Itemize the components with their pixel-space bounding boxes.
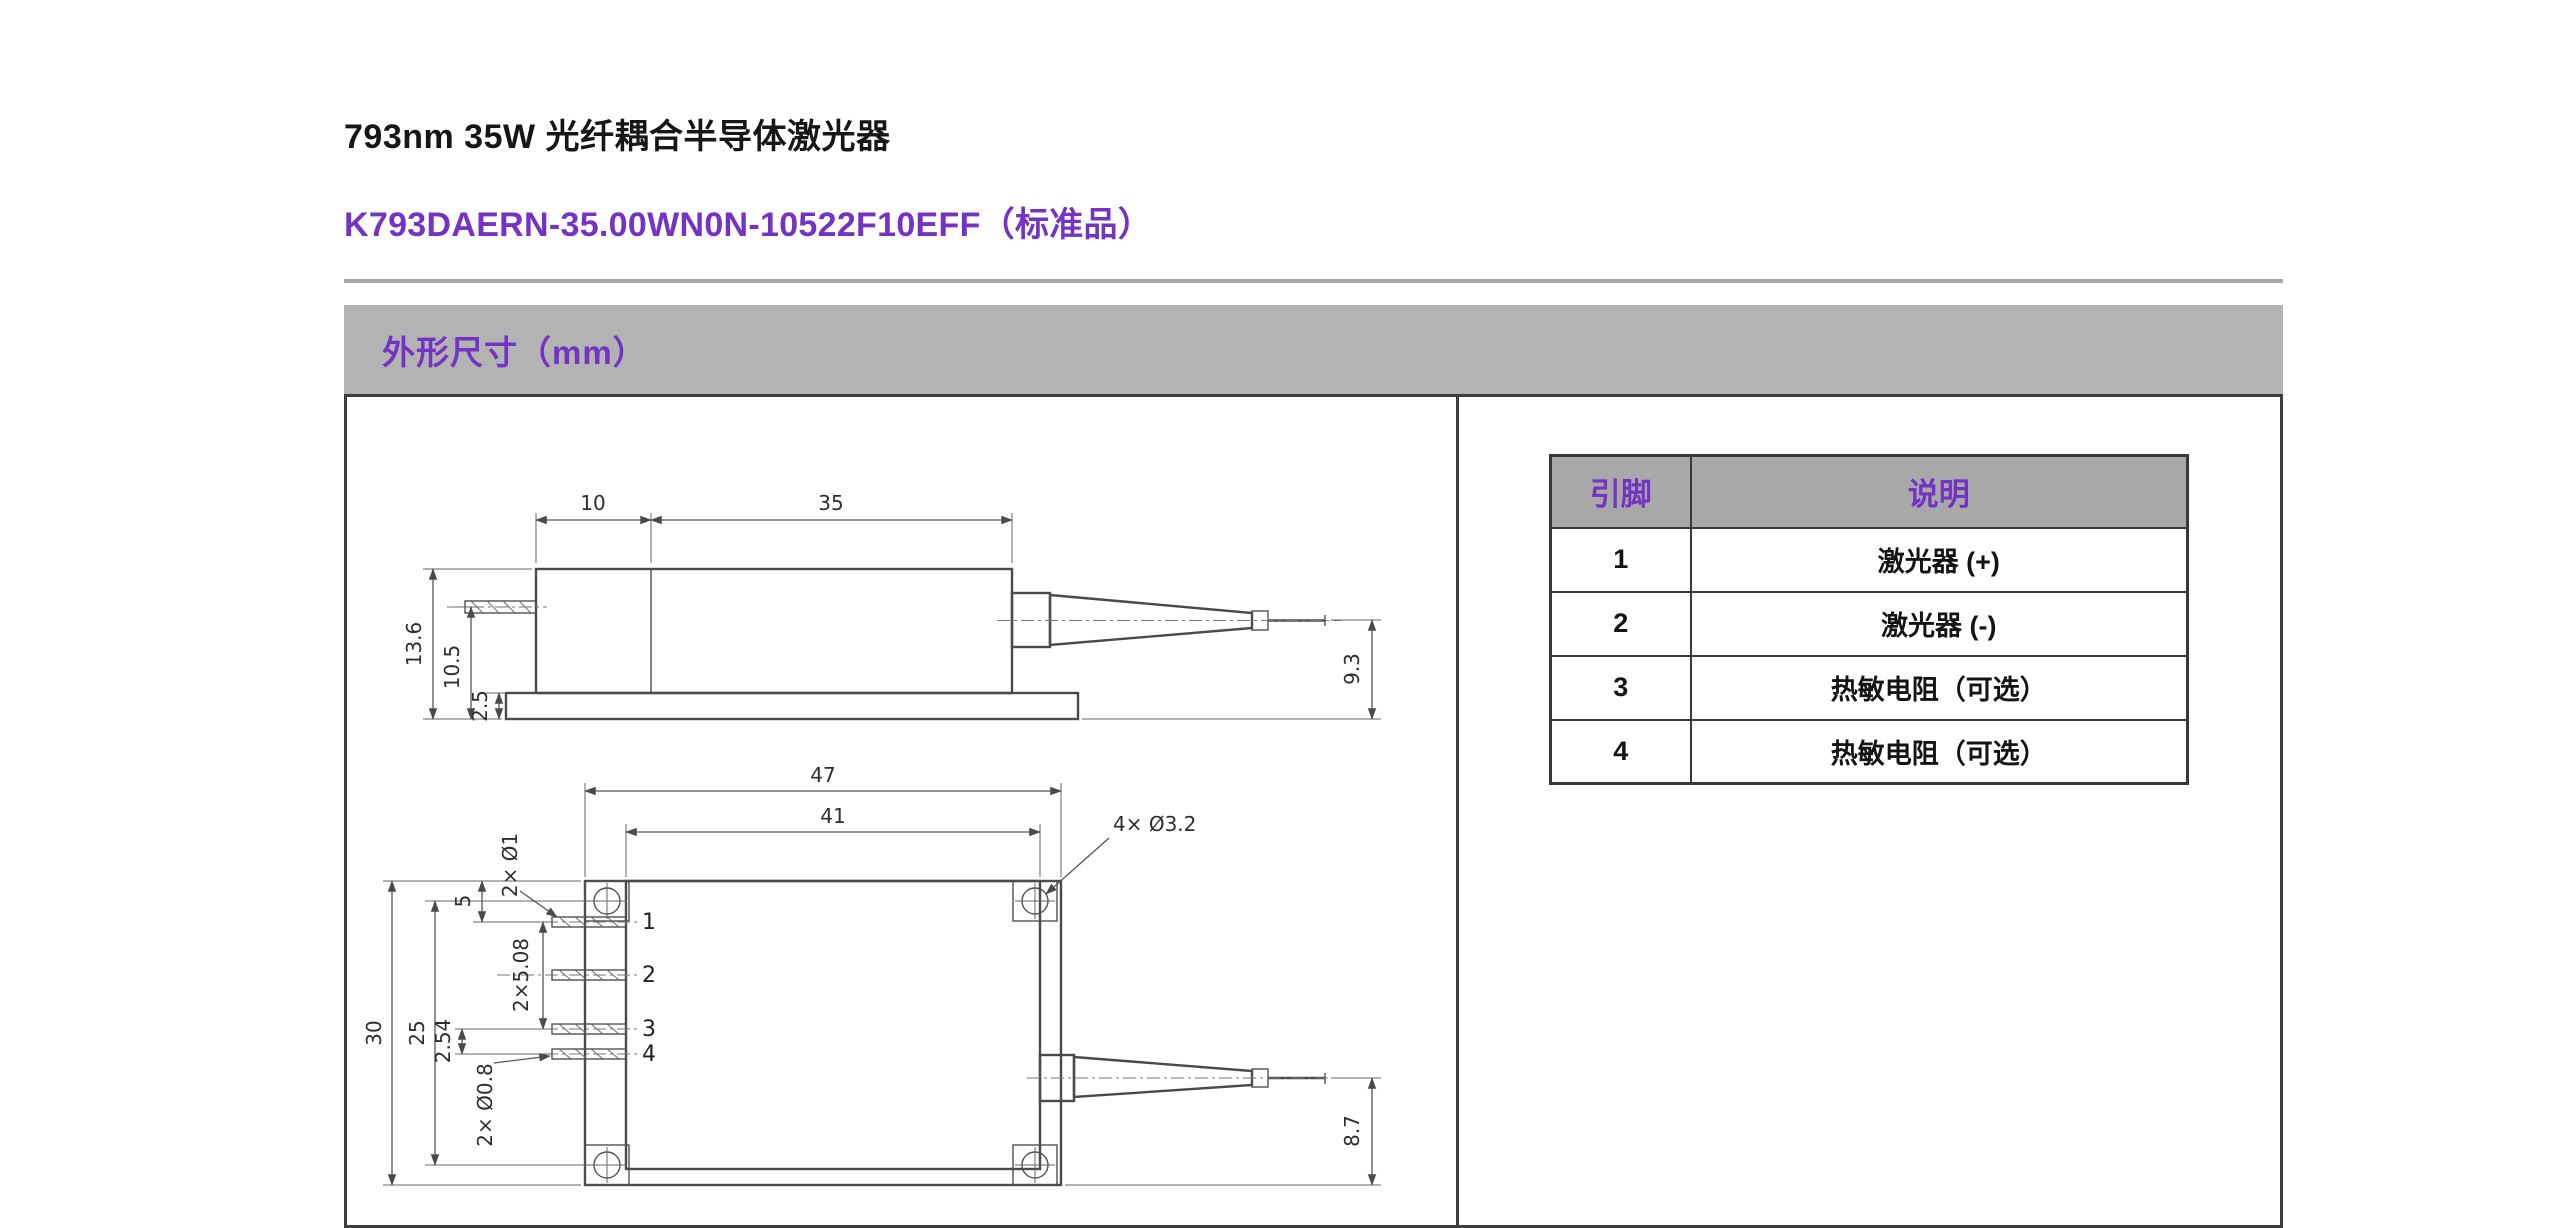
pin-label-4: 4	[642, 1042, 656, 1067]
dim-label-41: 41	[820, 804, 845, 828]
dim-label-8-7: 8.7	[1340, 1115, 1364, 1147]
top-view: 1 2 3 4	[362, 763, 1381, 1187]
section-header-label: 外形尺寸（mm）	[382, 333, 647, 371]
dimension-drawing: 10 35 13.6 10.5 2.5	[362, 491, 1381, 1187]
pin-label-2: 2	[642, 963, 656, 988]
pin-table-panel: 引脚 说明 1 激光器 (+) 2 激光器 (-)	[1459, 397, 2280, 1225]
dim-label-10: 10	[580, 491, 605, 515]
dim-label-35: 35	[818, 491, 843, 515]
dim-label-2-54: 2.54	[431, 1019, 455, 1064]
dim-label-9-3: 9.3	[1340, 653, 1364, 685]
pin-label-3: 3	[642, 1017, 656, 1042]
mounting-holes	[587, 883, 1055, 1183]
dim-label-4x3-2: 4× Ø3.2	[1113, 812, 1196, 836]
description-column-header: 说明	[1689, 454, 2189, 529]
dim-label-30: 30	[362, 1020, 386, 1045]
model-number: K793DAERN-35.00WN0N-10522F10EFF（标准品）	[344, 206, 1153, 244]
page-title: 793nm 35W 光纤耦合半导体激光器	[344, 118, 891, 156]
pin-description: 激光器 (-)	[1689, 590, 2189, 657]
pin-column-header: 引脚	[1549, 454, 1692, 529]
pin-number: 3	[1549, 654, 1692, 721]
outline-dimensions-panel: 10 35 13.6 10.5 2.5	[344, 394, 2283, 1228]
table-row: 2 激光器 (-)	[1549, 590, 2189, 657]
pin-table-header-row: 引脚 说明	[1549, 454, 2189, 529]
mechanical-drawing-panel: 10 35 13.6 10.5 2.5	[347, 397, 1459, 1225]
dim-label-47: 47	[810, 763, 835, 787]
pin-description: 热敏电阻（可选）	[1689, 718, 2189, 785]
pin-description: 激光器 (+)	[1689, 526, 2189, 593]
content-column: 793nm 35W 光纤耦合半导体激光器 K793DAERN-35.00WN0N…	[344, 0, 2283, 1228]
section-header: 外形尺寸（mm）	[344, 305, 2283, 394]
dim-label-2x5-08: 2×5.08	[509, 938, 533, 1012]
dim-label-5: 5	[451, 895, 475, 908]
side-view: 10 35 13.6 10.5 2.5	[402, 491, 1381, 722]
dim-label-25: 25	[405, 1020, 429, 1045]
dim-label-2x1: 2× Ø1	[498, 833, 522, 897]
dim-label-2-5: 2.5	[468, 690, 492, 722]
dim-label-10-5: 10.5	[440, 645, 464, 690]
divider-rule	[344, 279, 2283, 283]
pin-description: 热敏电阻（可选）	[1689, 654, 2189, 721]
table-row: 4 热敏电阻（可选）	[1549, 718, 2189, 785]
dim-label-13-6: 13.6	[402, 622, 426, 667]
pin-number: 2	[1549, 590, 1692, 657]
pin-number: 4	[1549, 718, 1692, 785]
table-row: 3 热敏电阻（可选）	[1549, 654, 2189, 721]
pin-table: 引脚 说明 1 激光器 (+) 2 激光器 (-)	[1549, 454, 2189, 785]
pin-number: 1	[1549, 526, 1692, 593]
pin-label-1: 1	[642, 910, 656, 935]
dim-label-2x0-8: 2× Ø0.8	[473, 1063, 497, 1146]
table-row: 1 激光器 (+)	[1549, 526, 2189, 593]
